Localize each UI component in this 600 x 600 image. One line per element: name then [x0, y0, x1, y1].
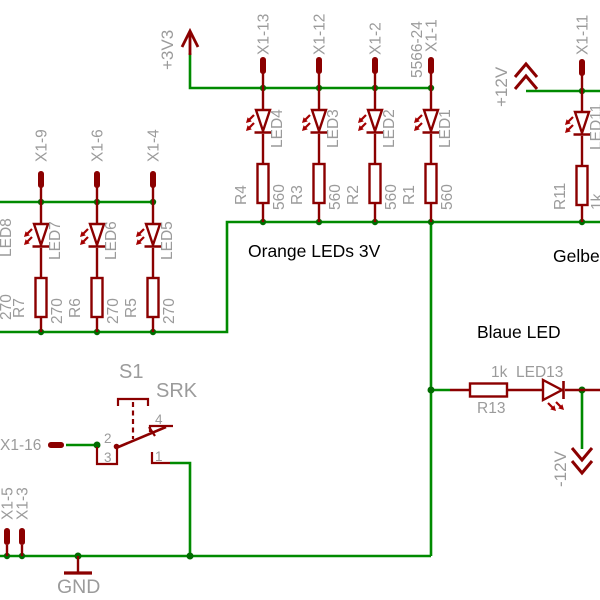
led4-column[interactable]: [246, 57, 272, 203]
res-name: R3: [289, 185, 306, 205]
supply-12v-symbol[interactable]: [513, 61, 539, 90]
res-value: 560: [383, 184, 400, 210]
gnd-symbol[interactable]: [64, 556, 92, 575]
led5-column[interactable]: [136, 171, 162, 317]
net-switch-gnd: [170, 461, 192, 556]
pin-label: X1-12: [312, 14, 329, 55]
led-name: LED13: [516, 364, 563, 381]
res-value: 560: [327, 184, 344, 210]
led2-column[interactable]: [358, 57, 384, 203]
res-value: 1k: [589, 193, 600, 210]
pin-label: X1-6: [90, 129, 107, 162]
led-name: LED5: [159, 221, 176, 260]
pin-x1-16[interactable]: [48, 442, 64, 448]
switch-pivot: [113, 443, 120, 450]
contact-number: 4: [155, 412, 163, 427]
r13-resistor[interactable]: [450, 382, 543, 398]
led-name-clipped: LED8: [0, 218, 15, 257]
led-name: LED11: [588, 104, 600, 150]
net-mid-bus: [0, 220, 600, 334]
pin-label: X1-13: [256, 14, 273, 55]
led3-column[interactable]: [302, 57, 328, 203]
supply-3v3-symbol[interactable]: [180, 27, 200, 55]
pin-label: X1-4: [146, 129, 163, 162]
pin-x1-3[interactable]: [19, 528, 25, 556]
net-3v3: [188, 53, 431, 90]
led-name: LED7: [47, 221, 64, 260]
res-name: R2: [345, 185, 362, 205]
switch-pin4: [148, 424, 173, 432]
pin-x1-5[interactable]: [4, 528, 10, 556]
pin-label: X1-2: [368, 22, 385, 55]
label-12v: +12V: [492, 66, 511, 107]
res-value: 560: [271, 184, 288, 210]
pin-label: X1-1: [424, 19, 441, 52]
switch-s1[interactable]: [95, 397, 173, 466]
led13-symbol[interactable]: [541, 378, 600, 413]
res-name: R4: [233, 185, 250, 205]
label-neg12v: -12V: [551, 450, 570, 487]
section-yellow: Gelbe: [553, 246, 600, 266]
section-orange: Orange LEDs 3V: [248, 241, 381, 261]
orange-column-stubs: [261, 203, 433, 222]
contact-number: 3: [104, 450, 112, 465]
switch-name: S1: [119, 361, 143, 383]
led-name: LED4: [269, 109, 286, 148]
switch-lever: [115, 425, 167, 450]
res-value: 560: [439, 184, 456, 210]
switch-pole-link: [95, 447, 119, 466]
switch-pin1: [150, 452, 170, 465]
res-value: 270: [161, 298, 178, 324]
label-gnd: GND: [57, 576, 100, 598]
led-name: LED6: [103, 221, 120, 260]
pin-label: X1-3: [15, 487, 32, 520]
pin-label: X1-9: [34, 129, 51, 162]
res-name: R6: [67, 298, 84, 318]
net-wires[interactable]: [0, 53, 600, 558]
contact-number: 1: [155, 449, 163, 464]
res-name: R11: [552, 183, 569, 210]
led7-column[interactable]: [24, 171, 50, 317]
contact-number: 2: [104, 431, 112, 446]
res-name: R1: [401, 185, 418, 205]
pin-label: X1-5: [0, 487, 17, 520]
label-connector-part: 5566-24: [409, 21, 426, 78]
supply-neg12v-symbol[interactable]: [570, 447, 594, 476]
res-value: 270: [105, 298, 122, 324]
res-value: 270: [49, 298, 66, 324]
res-name: R7: [11, 298, 28, 318]
led-name: LED2: [381, 109, 398, 148]
pin-label: X1-16: [0, 437, 41, 454]
switch-value: SRK: [156, 380, 198, 402]
switch-actuator: [116, 397, 150, 406]
res-value: 1k: [491, 364, 508, 381]
led-name: LED3: [325, 109, 342, 148]
res-name: R5: [123, 298, 140, 318]
label-3v3: +3V3: [158, 30, 177, 70]
led-name: LED1: [437, 109, 454, 148]
led6-column[interactable]: [80, 171, 106, 317]
left-column-stubs: [39, 317, 155, 332]
pin-label: X1-11: [575, 15, 592, 55]
res-value-clipped: 270: [0, 294, 15, 320]
section-blue: Blaue LED: [477, 322, 561, 342]
res-name: R13: [477, 400, 505, 417]
